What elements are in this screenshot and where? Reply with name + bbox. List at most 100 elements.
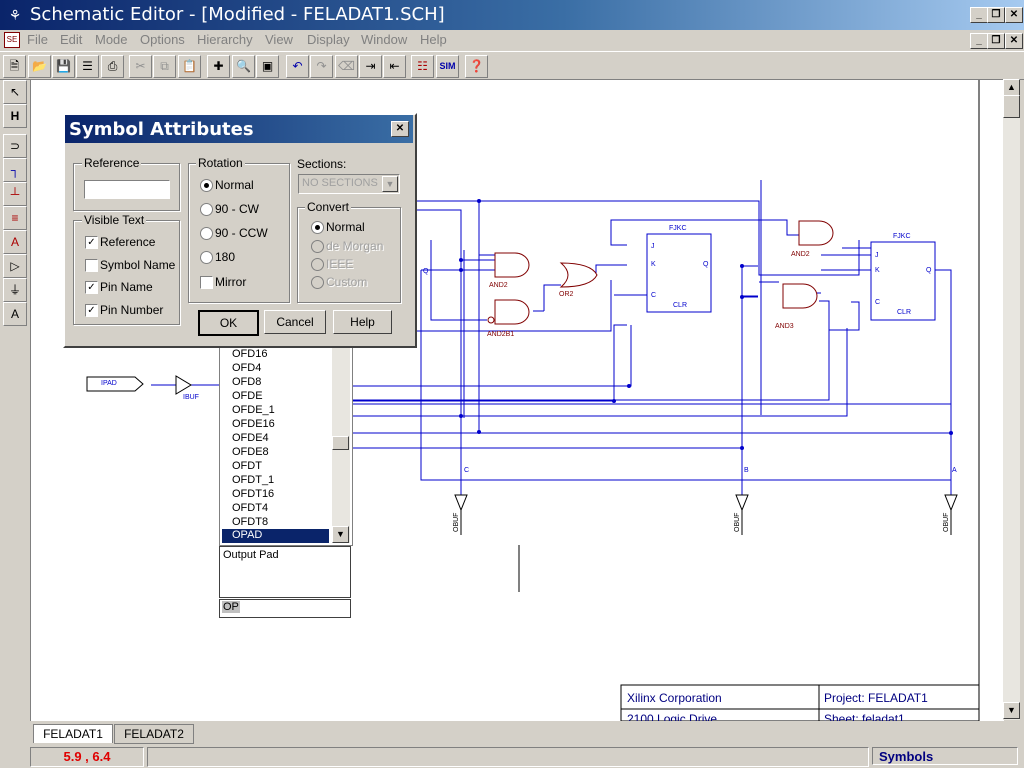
schematic-drawing[interactable]: AND2 AND2B1 OR2 AND2 AND3 IPAD IBUF Q FJ… (31, 80, 1004, 721)
list-scroll-thumb[interactable] (332, 436, 349, 450)
bus-icon[interactable]: ┴ (3, 182, 27, 206)
rotation-90ccw-radio[interactable] (200, 227, 213, 240)
minimize-button[interactable]: _ (970, 7, 988, 23)
chevron-down-icon[interactable]: ▼ (382, 176, 398, 192)
symbol-list[interactable]: OFD16 OFD4 OFD8 OFDE OFDE_1 OFDE16 OFDE4… (219, 343, 353, 546)
erase-icon[interactable]: ⌫ (335, 55, 358, 78)
pin-number-checkbox[interactable]: ✓ (85, 304, 98, 317)
symbol-name-field[interactable]: OP (219, 599, 351, 618)
list-item[interactable]: OFDT_1 (232, 474, 275, 486)
restore-button[interactable]: ❐ (987, 7, 1005, 23)
bus-tap-icon[interactable]: ≡ (3, 206, 27, 230)
tab-feladat1[interactable]: FELADAT1 (33, 724, 113, 743)
vertical-scrollbar[interactable]: ▲ ▼ (1003, 79, 1020, 720)
save-icon[interactable]: 💾 (52, 55, 75, 78)
reference-checkbox[interactable]: ✓ (85, 236, 98, 249)
doc-restore-button[interactable]: ❐ (987, 33, 1005, 49)
simulate-icon[interactable]: ☷ (411, 55, 434, 78)
menu-hierarchy[interactable]: Hierarchy (197, 32, 253, 47)
power-icon[interactable]: ⏚ (3, 278, 27, 302)
symbol-name-text: OP (222, 601, 240, 613)
mirror-checkbox[interactable] (200, 276, 213, 289)
pointer-icon[interactable]: ↖ (3, 80, 27, 104)
list-item[interactable]: OFDT8 (232, 516, 269, 528)
rotation-normal-radio[interactable] (200, 179, 213, 192)
convert-custom-label: Custom (326, 275, 368, 289)
menu-mode[interactable]: Mode (95, 32, 128, 47)
list-item[interactable]: OFDE4 (232, 432, 269, 444)
convert-ieee-radio[interactable] (311, 258, 324, 271)
reference-input[interactable] (84, 180, 170, 199)
list-item[interactable]: OFD8 (232, 376, 262, 388)
query-icon[interactable]: ❓ (465, 55, 488, 78)
pin-name-checkbox[interactable]: ✓ (85, 281, 98, 294)
status-message (147, 747, 869, 767)
output-buffers (454, 494, 958, 535)
pop-icon[interactable]: ⇤ (383, 55, 406, 78)
dialog-title-bar[interactable]: Symbol Attributes ✕ (65, 115, 413, 143)
scroll-thumb[interactable] (1003, 95, 1020, 118)
sim-button[interactable]: SIM (436, 55, 459, 78)
scroll-down-button[interactable]: ▼ (1003, 702, 1020, 719)
io-marker-icon[interactable]: ▷ (3, 254, 27, 278)
zoom-area-icon[interactable]: ▣ (256, 55, 279, 78)
list-item[interactable]: OFDT4 (232, 502, 269, 514)
cut-icon[interactable]: ✂ (129, 55, 152, 78)
close-button[interactable]: ✕ (1005, 7, 1023, 23)
paste-icon[interactable]: 📋 (178, 55, 201, 78)
list-item[interactable]: OFDT (232, 460, 262, 472)
list-item[interactable]: OFDE16 (232, 418, 275, 430)
list-scrollbar[interactable]: ▼ (332, 344, 350, 543)
list-item[interactable]: OFD16 (232, 348, 268, 360)
list-item[interactable]: OFDE8 (232, 446, 269, 458)
convert-custom-radio[interactable] (311, 276, 324, 289)
hierarchy-h-icon[interactable]: H (3, 104, 27, 128)
q-pin-1: Q (703, 261, 709, 268)
menu-window[interactable]: Window (361, 32, 408, 47)
zoom-in-icon[interactable]: 🔍 (232, 55, 255, 78)
convert-normal-radio[interactable] (311, 221, 324, 234)
list-scroll-down[interactable]: ▼ (332, 526, 349, 543)
and-gate-icon[interactable]: ⊃ (3, 134, 27, 158)
sections-dropdown[interactable]: NO SECTIONS ▼ (298, 174, 400, 194)
add-wire-icon[interactable]: ✚ (207, 55, 230, 78)
doc-minimize-button[interactable]: _ (970, 33, 988, 49)
undo-icon[interactable]: ↶ (286, 55, 309, 78)
and2b1-gate (494, 299, 530, 325)
ok-button[interactable]: OK (198, 310, 259, 336)
menu-display[interactable]: Display (307, 32, 350, 47)
copy-icon[interactable]: ⧉ (153, 55, 176, 78)
menu-file[interactable]: File (27, 32, 48, 47)
selected-list-item[interactable]: OPAD (222, 529, 329, 543)
list-item[interactable]: OFD4 (232, 362, 262, 374)
menu-bar: SE File Edit Mode Options Hierarchy View… (0, 30, 1024, 50)
convert-demorgan-radio[interactable] (311, 240, 324, 253)
menu-help[interactable]: Help (420, 32, 447, 47)
help-button[interactable]: Help (333, 310, 392, 334)
list-item[interactable]: OFDE_1 (232, 404, 275, 416)
print-icon[interactable]: ⎙ (101, 55, 124, 78)
hierarchy-icon[interactable]: ☰ (76, 55, 99, 78)
tab-feladat2[interactable]: FELADAT2 (114, 724, 194, 744)
new-icon[interactable]: 🗎 (3, 55, 26, 78)
menu-view[interactable]: View (265, 32, 293, 47)
label-icon[interactable]: A (3, 230, 27, 254)
rotation-90cw-radio[interactable] (200, 203, 213, 216)
list-item[interactable]: OFDT16 (232, 488, 275, 500)
redo-icon[interactable]: ↷ (310, 55, 333, 78)
cancel-button[interactable]: Cancel (264, 310, 326, 334)
rotation-180-radio[interactable] (200, 251, 213, 264)
list-item[interactable]: OFDE (232, 390, 263, 402)
doc-close-button[interactable]: ✕ (1005, 33, 1023, 49)
menu-edit[interactable]: Edit (60, 32, 83, 47)
menu-options[interactable]: Options (140, 32, 185, 47)
symbol-name-checkbox[interactable] (85, 259, 98, 272)
schematic-app-icon[interactable]: ⚘ (8, 7, 22, 23)
open-icon[interactable]: 📂 (28, 55, 51, 78)
dialog-close-button[interactable]: ✕ (391, 121, 409, 137)
document-icon[interactable]: SE (4, 32, 20, 48)
push-icon[interactable]: ⇥ (359, 55, 382, 78)
scroll-up-button[interactable]: ▲ (1003, 79, 1020, 96)
text-icon[interactable]: A (3, 302, 27, 326)
net-icon[interactable]: ┐ (3, 158, 27, 182)
